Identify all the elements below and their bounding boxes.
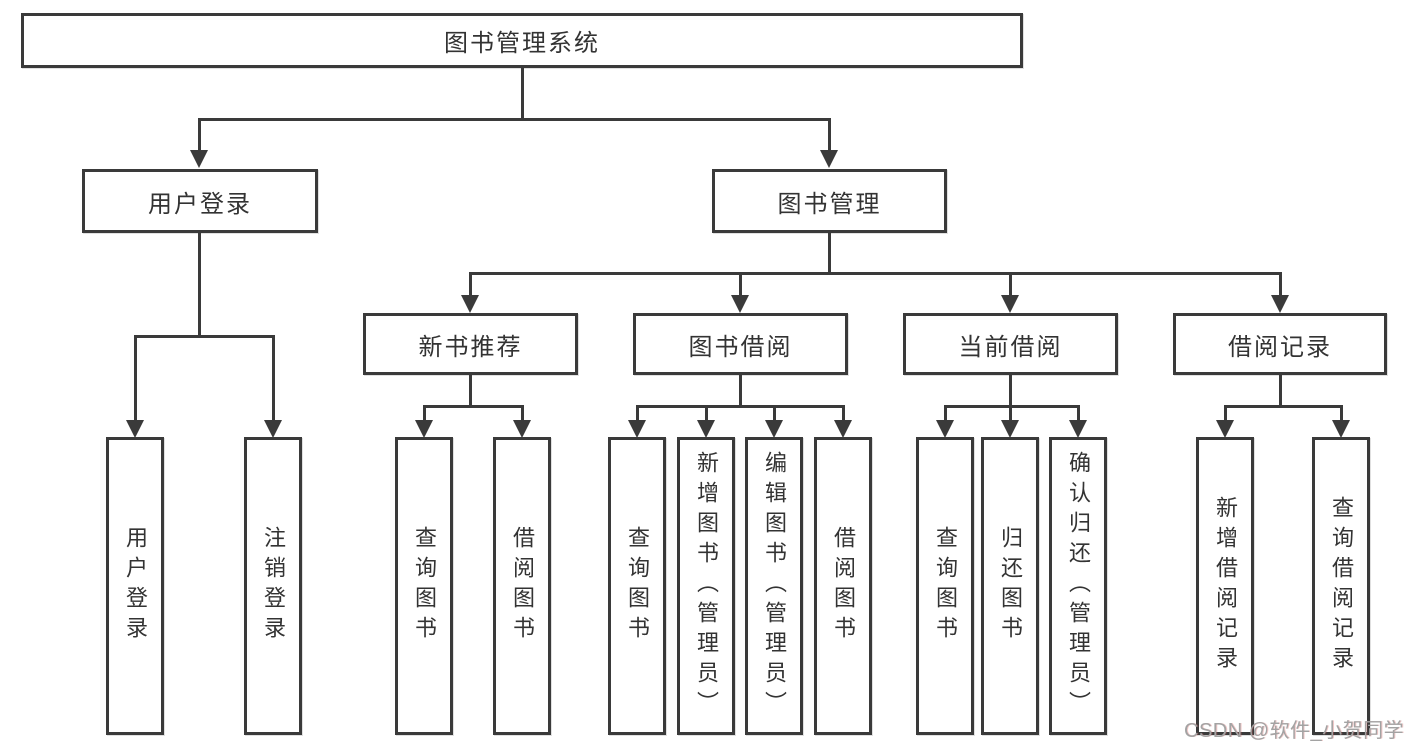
connector-arrow-bor-add-shaft (705, 405, 708, 422)
arrowhead-to-bor-add (697, 420, 715, 438)
leaf-logout: 注销登录 (244, 437, 302, 735)
node-new-book-recommend: 新书推荐 (363, 313, 578, 375)
leaf-borrow-query-books-label: 查询图书 (625, 526, 650, 646)
arrowhead-to-user-login (190, 150, 208, 168)
connector-current-elbow (944, 405, 1080, 408)
arrowhead-to-bor-borrow (834, 420, 852, 438)
node-root-label: 图书管理系统 (444, 30, 600, 57)
connector-recommend-stub (469, 373, 472, 408)
connector-login-stub (198, 231, 201, 337)
connector-borrow-stub (739, 373, 742, 408)
leaf-records-add-record-label: 新增借阅记录 (1213, 496, 1238, 676)
node-user-login: 用户登录 (82, 169, 318, 233)
leaf-current-return-books-label: 归还图书 (998, 526, 1023, 646)
connector-level2-elbow (469, 272, 1281, 275)
connector-arrow-login-shaft (198, 118, 201, 152)
leaf-records-query-record: 查询借阅记录 (1312, 437, 1370, 735)
node-current-borrow-label: 当前借阅 (958, 333, 1063, 361)
arrowhead-to-rec-borrow (513, 420, 531, 438)
node-root: 图书管理系统 (21, 13, 1023, 68)
connector-arrow-cur-confirm-shaft (1077, 405, 1080, 422)
leaf-borrow-borrow-books: 借阅图书 (814, 437, 872, 735)
connector-manage-stub (828, 231, 831, 275)
leaf-user-login-label: 用户登录 (123, 526, 148, 646)
arrowhead-to-recd-query (1332, 420, 1350, 438)
leaf-records-add-record: 新增借阅记录 (1196, 437, 1254, 735)
leaf-recommend-borrow-books-label: 借阅图书 (510, 526, 535, 646)
leaf-current-query-books: 查询图书 (916, 437, 974, 735)
leaf-borrow-add-books-admin: 新增图书（管理员） (677, 437, 735, 735)
connector-arrow-rec-borrow-shaft (521, 405, 524, 422)
connector-current-stub (1009, 373, 1012, 408)
connector-arrow-records-shaft (1279, 272, 1282, 297)
arrowhead-to-cur-query (936, 420, 954, 438)
connector-arrow-bor-edit-shaft (773, 405, 776, 422)
leaf-recommend-borrow-books: 借阅图书 (493, 437, 551, 735)
connector-arrow-bor-query-shaft (636, 405, 639, 422)
arrowhead-to-leaf-user-login (126, 420, 144, 438)
connector-borrow-elbow (636, 405, 845, 408)
connector-arrow-recommend-shaft (469, 272, 472, 297)
node-current-borrow: 当前借阅 (903, 313, 1118, 375)
leaf-borrow-edit-books-admin: 编辑图书（管理员） (745, 437, 803, 735)
leaf-current-confirm-return-admin: 确认归还（管理员） (1049, 437, 1107, 735)
connector-arrow-rec-query-shaft (423, 405, 426, 422)
node-borrow-records-label: 借阅记录 (1228, 333, 1332, 361)
arrowhead-to-book-management (820, 150, 838, 168)
arrowhead-to-cur-return (1001, 420, 1019, 438)
arrowhead-to-recd-add (1216, 420, 1234, 438)
node-user-login-label: 用户登录 (148, 190, 252, 218)
connector-arrow-borrow-shaft (739, 272, 742, 297)
connector-arrow-cur-return-shaft (1009, 405, 1012, 422)
connector-arrow-cur-query-shaft (944, 405, 947, 422)
leaf-current-confirm-return-admin-label: 确认归还（管理员） (1066, 451, 1091, 721)
leaf-borrow-edit-books-admin-label: 编辑图书（管理员） (762, 451, 787, 721)
arrowhead-to-rec-query (415, 420, 433, 438)
arrowhead-to-bor-query (628, 420, 646, 438)
node-book-management-label: 图书管理 (777, 190, 882, 218)
leaf-logout-label: 注销登录 (261, 526, 286, 646)
arrowhead-to-leaf-logout (264, 420, 282, 438)
connector-records-elbow (1224, 405, 1343, 408)
leaf-user-login: 用户登录 (106, 437, 164, 735)
connector-records-stub (1279, 373, 1282, 408)
leaf-borrow-borrow-books-label: 借阅图书 (831, 526, 856, 646)
connector-root-stub (521, 66, 524, 120)
arrowhead-to-borrow-records (1271, 295, 1289, 313)
leaf-records-query-record-label: 查询借阅记录 (1329, 496, 1354, 676)
leaf-current-return-books: 归还图书 (981, 437, 1039, 735)
node-borrow-records: 借阅记录 (1173, 313, 1387, 375)
arrowhead-to-bor-edit (765, 420, 783, 438)
leaf-borrow-query-books: 查询图书 (608, 437, 666, 735)
connector-level1-elbow (198, 118, 831, 121)
connector-arrow-leaf-login-shaft (134, 335, 137, 422)
connector-arrow-recd-query-shaft (1340, 405, 1343, 422)
csdn-watermark: CSDN @软件_小贺同学 (1184, 720, 1405, 742)
connector-arrow-recd-add-shaft (1224, 405, 1227, 422)
node-new-book-recommend-label: 新书推荐 (418, 333, 523, 361)
node-book-borrow: 图书借阅 (633, 313, 848, 375)
arrowhead-to-book-borrow (731, 295, 749, 313)
arrowhead-to-current-borrow (1001, 295, 1019, 313)
connector-arrow-bor-borrow-shaft (842, 405, 845, 422)
arrowhead-to-cur-confirm (1069, 420, 1087, 438)
arrowhead-to-new-book-recommend (461, 295, 479, 313)
node-book-borrow-label: 图书借阅 (688, 333, 793, 361)
connector-arrow-current-shaft (1009, 272, 1012, 297)
leaf-recommend-query-books: 查询图书 (395, 437, 453, 735)
connector-arrow-manage-shaft (828, 118, 831, 152)
connector-recommend-elbow (423, 405, 524, 408)
leaf-current-query-books-label: 查询图书 (933, 526, 958, 646)
connector-login-elbow (134, 335, 275, 338)
leaf-recommend-query-books-label: 查询图书 (412, 526, 437, 646)
leaf-borrow-add-books-admin-label: 新增图书（管理员） (694, 451, 719, 721)
connector-arrow-leaf-logout-shaft (272, 335, 275, 422)
node-book-management: 图书管理 (712, 169, 947, 233)
